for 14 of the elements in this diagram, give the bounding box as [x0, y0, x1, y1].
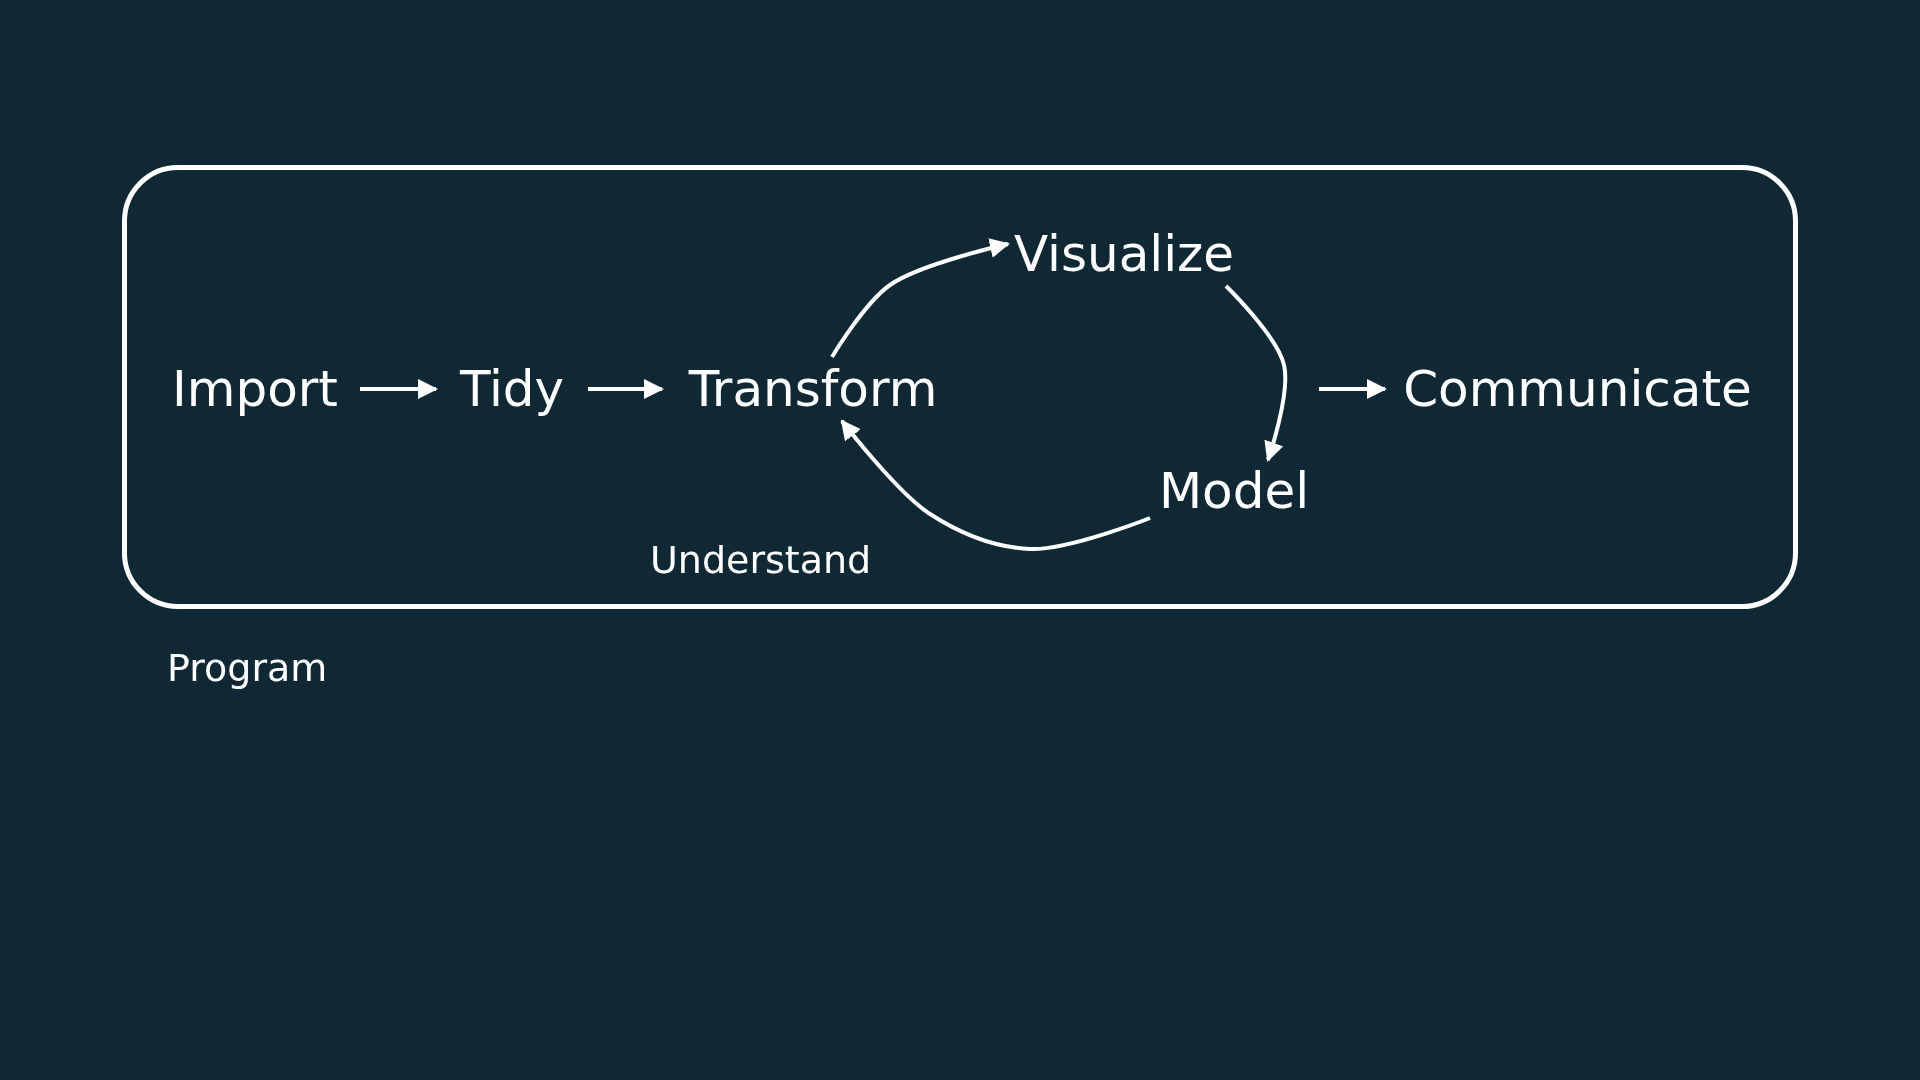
arrow — [840, 419, 1151, 551]
step-label: Import — [172, 364, 338, 414]
arrow — [1319, 379, 1387, 399]
step-label: Visualize — [1013, 229, 1235, 279]
cycle-label: Understand — [650, 538, 872, 582]
arrow — [588, 379, 664, 399]
frame-heading: Program — [167, 649, 328, 687]
step-label: Model — [1158, 466, 1310, 516]
step-label: Tidy — [459, 364, 565, 414]
arrow — [830, 238, 1010, 359]
step-label: Communicate — [1403, 364, 1752, 414]
arrow — [360, 379, 438, 399]
arrow — [1224, 284, 1288, 462]
step-label: Transform — [688, 364, 938, 414]
